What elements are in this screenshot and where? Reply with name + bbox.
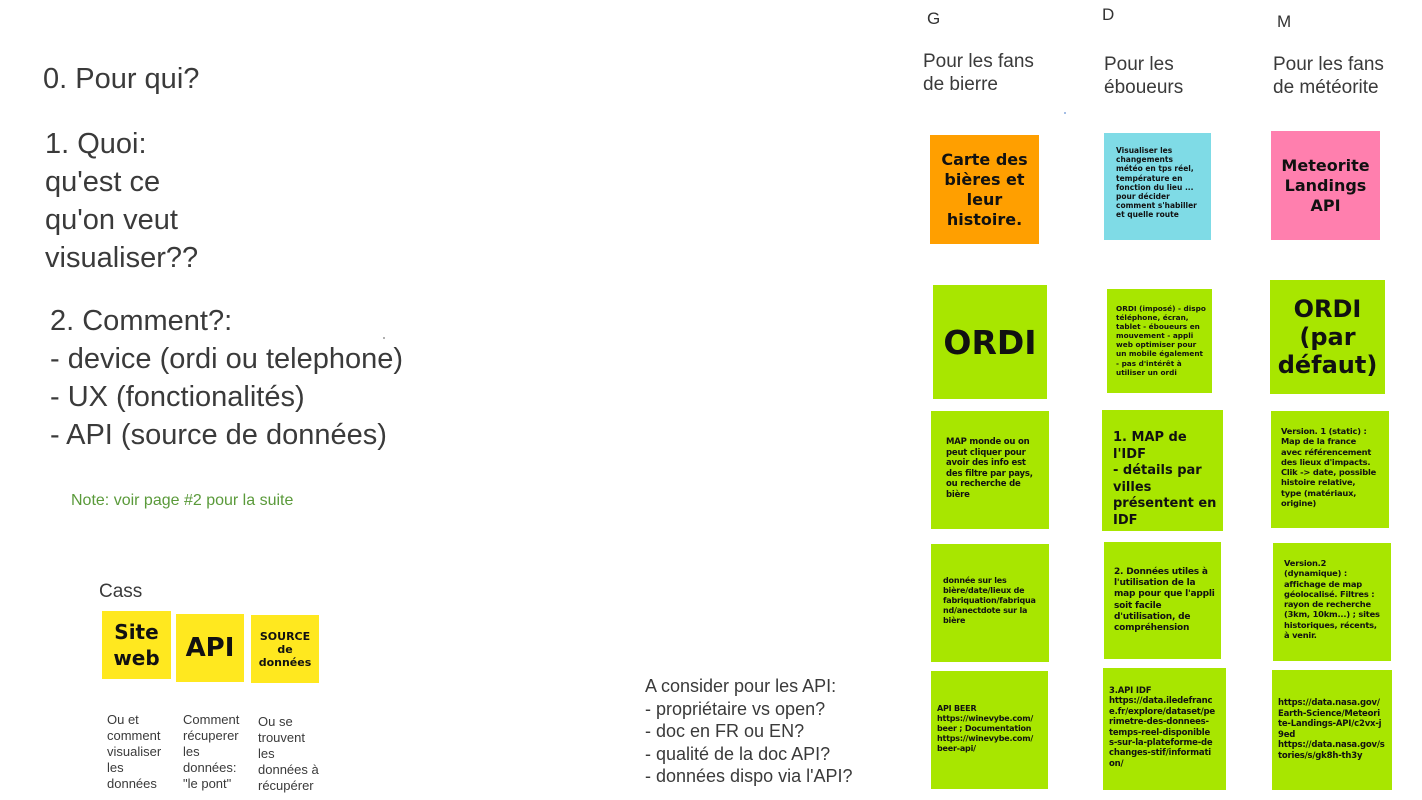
sticky-g-api-beer[interactable]: API BEER https://winevybe.com/ beer ; Do…	[931, 671, 1048, 789]
column-title-m: Pour les fans de météorite	[1273, 54, 1384, 98]
sticky-d-api-idf[interactable]: 3.API IDF https://data.iledefranc e.fr/e…	[1103, 668, 1226, 790]
cass-label-api: Comment récuperer les données: "le pont"	[183, 712, 240, 791]
question-quoi: 1. Quoi: qu'est ce qu'on veut visualiser…	[45, 128, 199, 274]
sticky-d-map-idf[interactable]: 1. MAP de l'IDF - détails par villes pré…	[1102, 410, 1223, 531]
sticky-g-donnees-biere[interactable]: donnée sur les bière/date/lieux de fabri…	[931, 544, 1049, 662]
sticky-m-meteorite-api[interactable]: Meteorite Landings API	[1271, 131, 1380, 240]
sticky-g-map-monde[interactable]: MAP monde ou on peut cliquer pour avoir …	[931, 411, 1049, 529]
column-title-g: Pour les fans de bierre	[923, 51, 1034, 95]
column-letter-g: G	[927, 9, 941, 28]
sticky-source-donnees[interactable]: SOURCE de données	[251, 615, 319, 683]
column-title-d: Pour les éboueurs	[1104, 54, 1184, 98]
column-letter-m: M	[1277, 12, 1292, 31]
sticky-m-version-1[interactable]: Version. 1 (static) : Map de la france a…	[1271, 411, 1389, 528]
sticky-d-donnees-utiles[interactable]: 2. Données utiles à l'utilisation de la …	[1104, 542, 1221, 659]
column-letter-d: D	[1102, 5, 1115, 24]
question-comment: 2. Comment?: - device (ordi ou telephone…	[50, 305, 404, 451]
cass-label-site-web: Ou et comment visualiser les données	[107, 712, 162, 791]
cass-title: Cass	[99, 581, 143, 602]
sticky-m-ordi-defaut[interactable]: ORDI (par défaut)	[1270, 280, 1385, 394]
cass-label-source: Ou se trouvent les données à récupérer	[258, 714, 319, 793]
sticky-g-carte-bieres[interactable]: Carte des bières et leur histoire.	[930, 135, 1039, 244]
sticky-m-nasa-links[interactable]: https://data.nasa.gov/ Earth-Science/Met…	[1272, 670, 1392, 790]
note-page-2: Note: voir page #2 pour la suite	[71, 492, 294, 509]
stray-mark	[383, 337, 385, 339]
sticky-g-ordi[interactable]: ORDI	[933, 285, 1047, 399]
question-pour-qui: 0. Pour qui?	[43, 63, 200, 95]
sticky-api[interactable]: API	[176, 614, 244, 682]
api-considerations: A consider pour les API: - propriétaire …	[645, 676, 853, 786]
sticky-m-version-2[interactable]: Version.2 (dynamique) : affichage de map…	[1273, 543, 1391, 661]
sticky-site-web[interactable]: Site web	[102, 611, 171, 679]
stray-mark	[1064, 112, 1066, 114]
sticky-d-ordi-impose[interactable]: ORDI (imposé) - dispo téléphone, écran, …	[1107, 289, 1212, 393]
sticky-d-visualiser-meteo[interactable]: Visualiser les changements météo en tps …	[1104, 133, 1211, 240]
